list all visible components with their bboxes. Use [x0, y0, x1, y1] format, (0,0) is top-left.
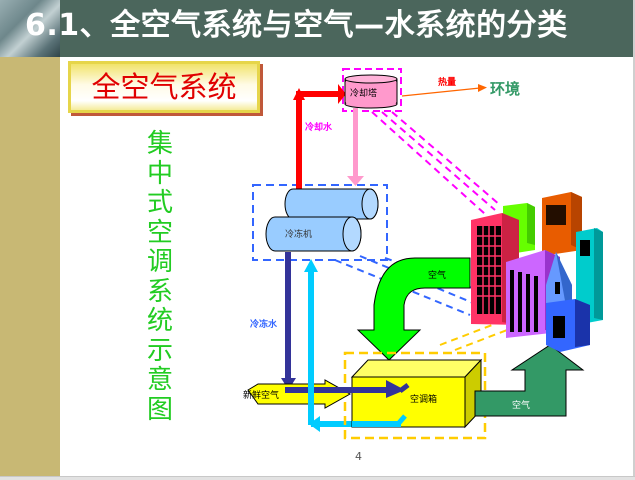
page-number: 4: [355, 450, 362, 463]
return-air-label: 空气: [428, 269, 446, 281]
chiller-boundary: [252, 184, 388, 261]
ahu-label: 空调箱: [410, 393, 437, 405]
air-handling-unit: [350, 358, 483, 429]
cooling-water-return-arrow: [347, 108, 364, 186]
subtitle-box: 全空气系统: [68, 61, 260, 113]
chilled-water-coil-out-tip: [396, 414, 407, 426]
chiller: [265, 188, 379, 252]
environment-label: 环境: [490, 80, 520, 98]
title-bar: 6.1、全空气系统与空气—水系统的分类: [0, 0, 633, 57]
fresh-air-label: 新鲜空气: [243, 389, 279, 401]
supply-air-arrow: [474, 344, 585, 417]
return-air-arrow: [356, 257, 471, 361]
cooling-water-supply-arrow: [293, 84, 346, 194]
chilled-water-coil-tip: [398, 383, 410, 393]
cooling-tower: [344, 74, 398, 109]
supply-air-label: 空气: [512, 399, 530, 411]
header-photo: [0, 0, 60, 57]
chilled-water-line-crossing: [288, 387, 352, 393]
subtitle: 全空气系统: [91, 70, 237, 104]
tower-link-lines: [371, 111, 501, 215]
chilled-water-coil-in: [352, 387, 397, 393]
slide-right-border: [633, 0, 635, 480]
chilled-water-coil-arrow: [386, 380, 405, 398]
chiller-label: 冷冻机: [285, 228, 312, 240]
cooling-tower-boundary: [342, 68, 402, 112]
chilled-water-coil-out: [352, 421, 401, 427]
chilled-return-crossing: [308, 380, 314, 410]
slide-bottom-border: [0, 476, 635, 480]
cooling-water-label: 冷却水: [305, 121, 333, 133]
chilled-water-label: 冷冻水: [250, 318, 278, 330]
cooling-tower-label: 冷却塔: [350, 87, 377, 99]
heat-label: 热量: [438, 76, 456, 88]
slide-title: 6.1、全空气系统与空气—水系统的分类: [25, 8, 568, 43]
vertical-caption: 集中式空调系统示意图: [146, 129, 173, 425]
city-buildings: [471, 192, 603, 352]
sidebar-stripe: [0, 57, 60, 476]
heat-flow-arrow: [401, 84, 487, 97]
